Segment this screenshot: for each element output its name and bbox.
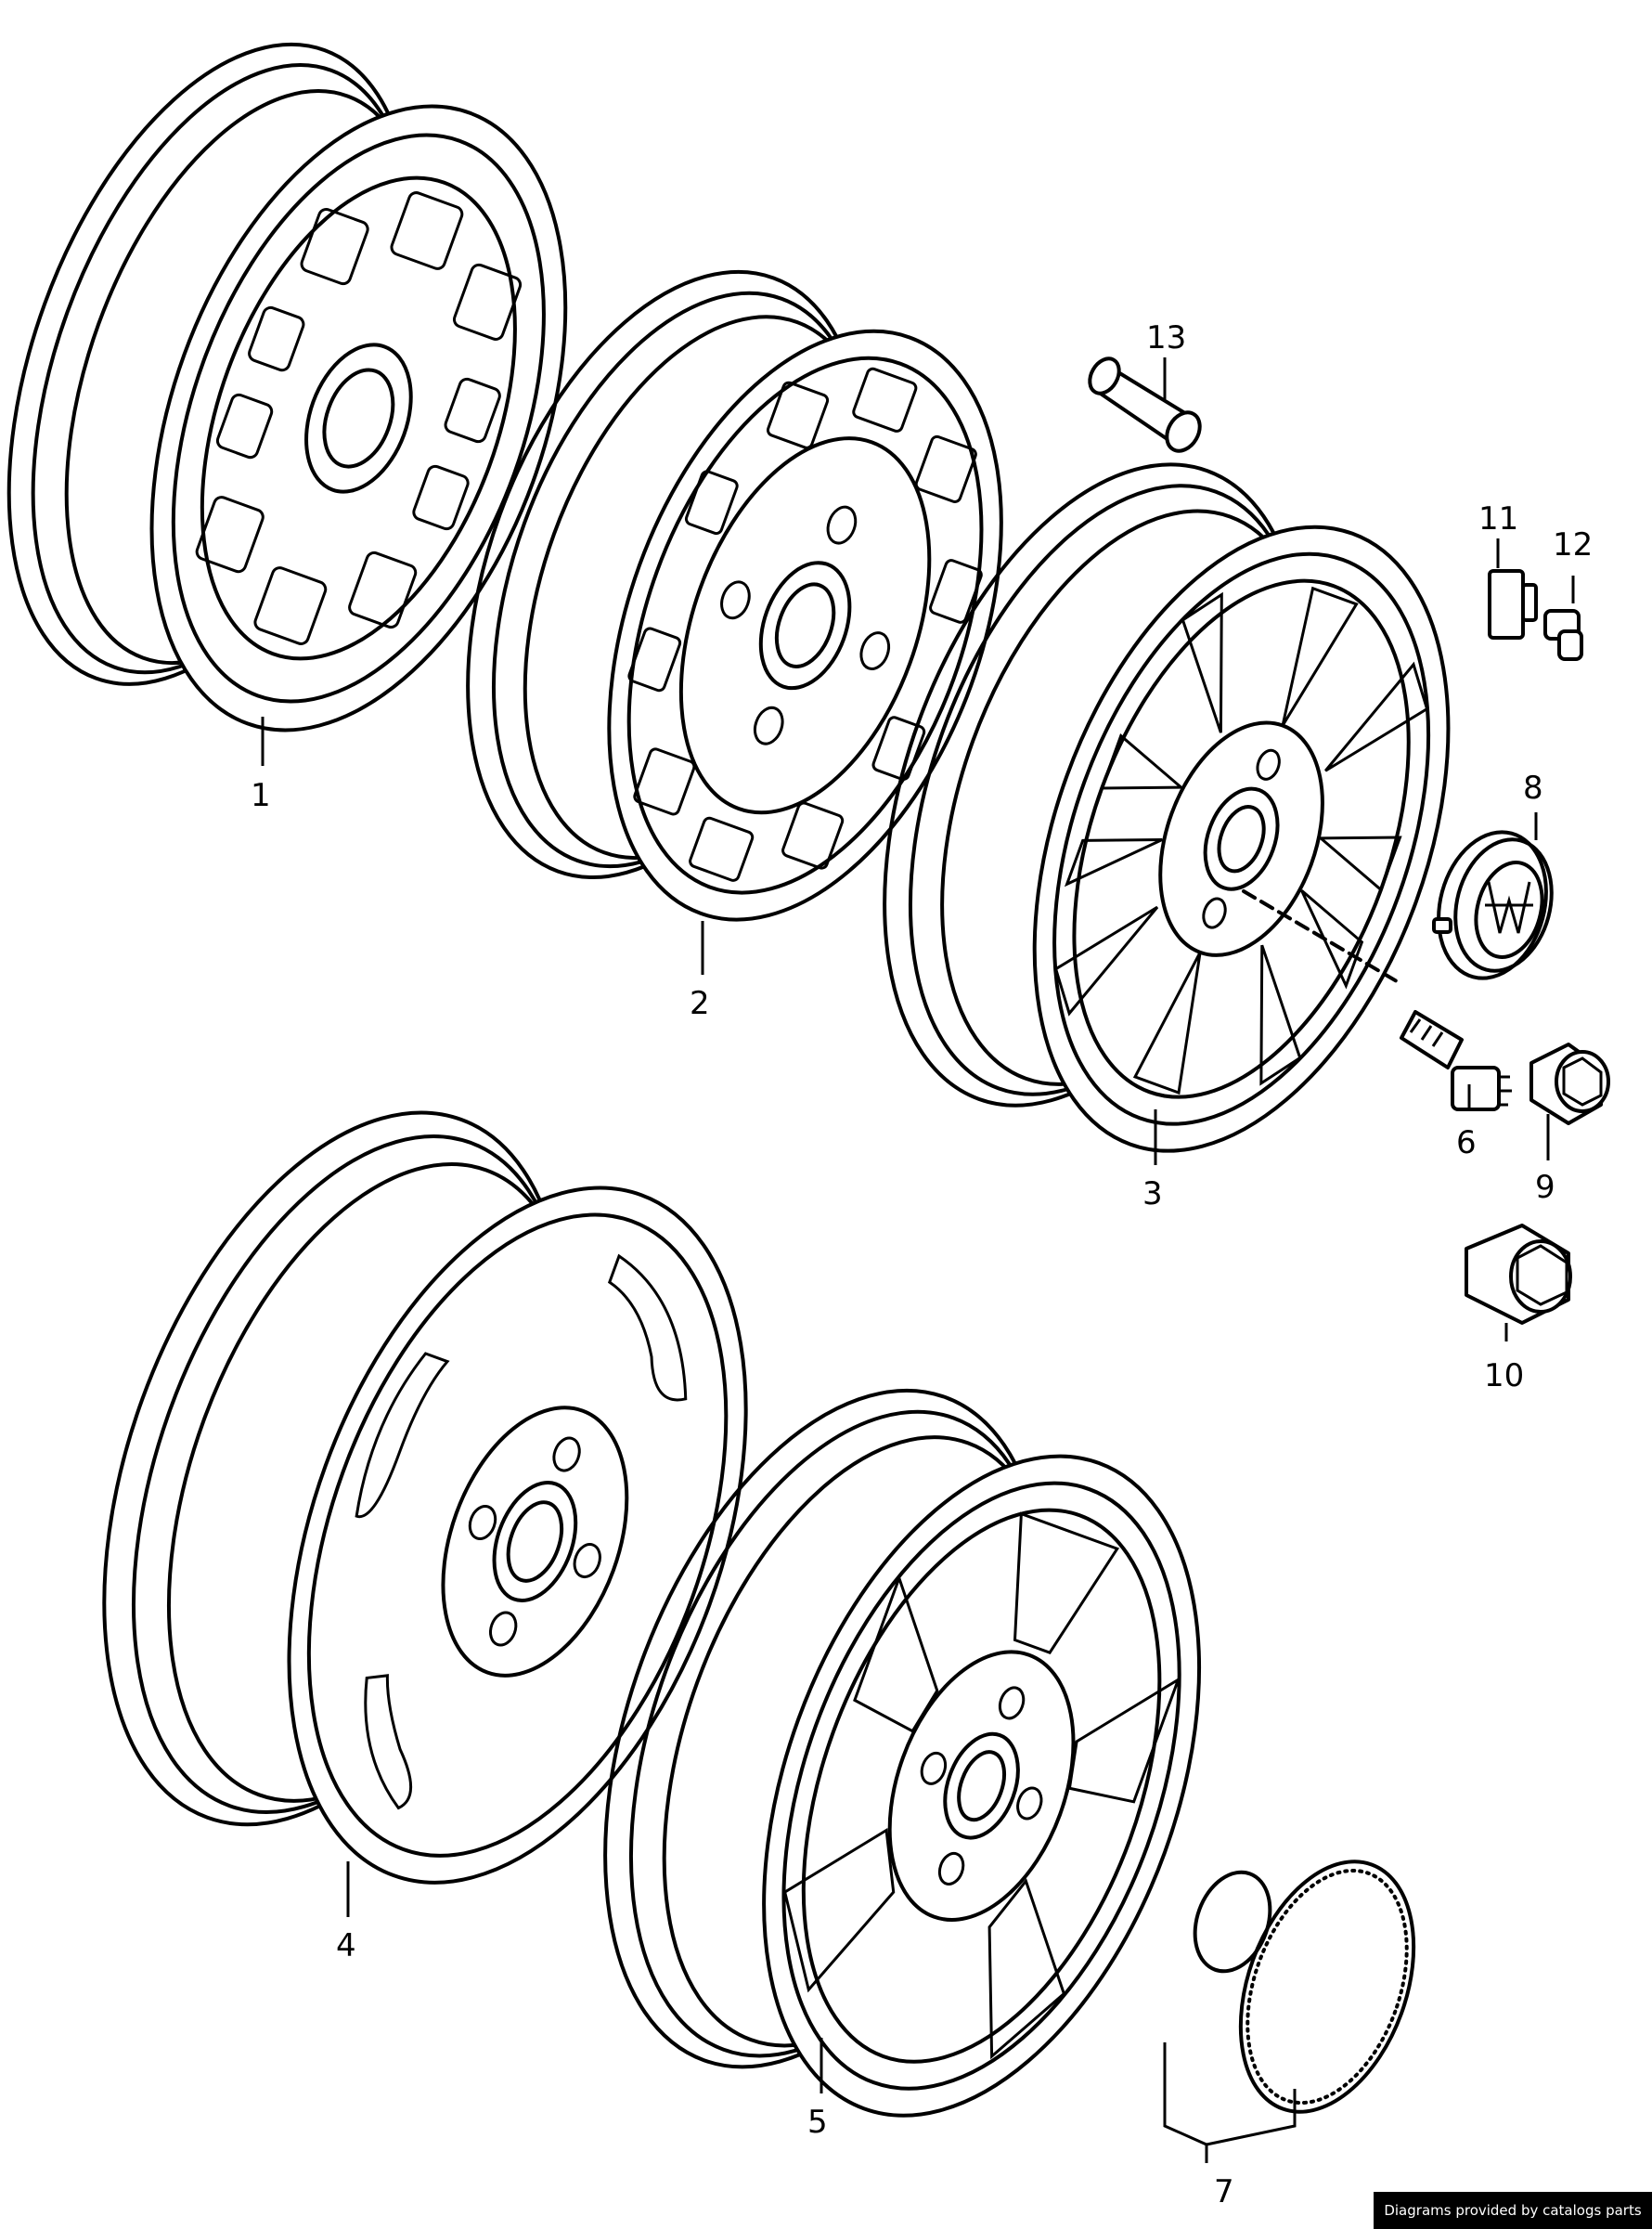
wheel-4[interactable]: [16, 1050, 836, 1954]
center-cap-part-8[interactable]: [1423, 820, 1566, 991]
sensor-part-11[interactable]: [1488, 569, 1538, 640]
nut-part-10[interactable]: [1465, 1224, 1572, 1325]
wheel-3[interactable]: [805, 408, 1530, 1217]
label-part-9[interactable]: 9: [1535, 1169, 1555, 1206]
wheel-5[interactable]: [521, 1330, 1285, 2184]
ring-set-part-7[interactable]: [1181, 1837, 1445, 2135]
clip-part-12[interactable]: [1543, 609, 1583, 661]
label-part-2[interactable]: 2: [690, 985, 710, 1022]
label-part-6[interactable]: 6: [1456, 1124, 1477, 1161]
nut-part-9[interactable]: [1529, 1043, 1610, 1125]
label-part-4[interactable]: 4: [336, 1927, 356, 1964]
label-part-13[interactable]: 13: [1146, 319, 1186, 356]
label-part-8[interactable]: 8: [1523, 770, 1543, 807]
label-part-5[interactable]: 5: [807, 2104, 828, 2141]
label-part-3[interactable]: 3: [1142, 1175, 1163, 1212]
label-part-12[interactable]: 12: [1553, 526, 1593, 564]
label-part-10[interactable]: 10: [1484, 1357, 1524, 1394]
credit-banner: Diagrams provided by catalogs parts: [1374, 2192, 1652, 2229]
label-part-1[interactable]: 1: [251, 777, 271, 814]
wheel-1[interactable]: [0, 0, 647, 796]
label-part-11[interactable]: 11: [1478, 500, 1518, 538]
bolt-part-6[interactable]: [1242, 889, 1512, 1111]
valve-part-13[interactable]: [1084, 354, 1207, 457]
label-part-7[interactable]: 7: [1214, 2173, 1234, 2210]
leader-lines: [261, 357, 1575, 2163]
part-labels: 1 2 3 4 5 6 7 8 9 10 11 12 13: [251, 319, 1593, 2210]
